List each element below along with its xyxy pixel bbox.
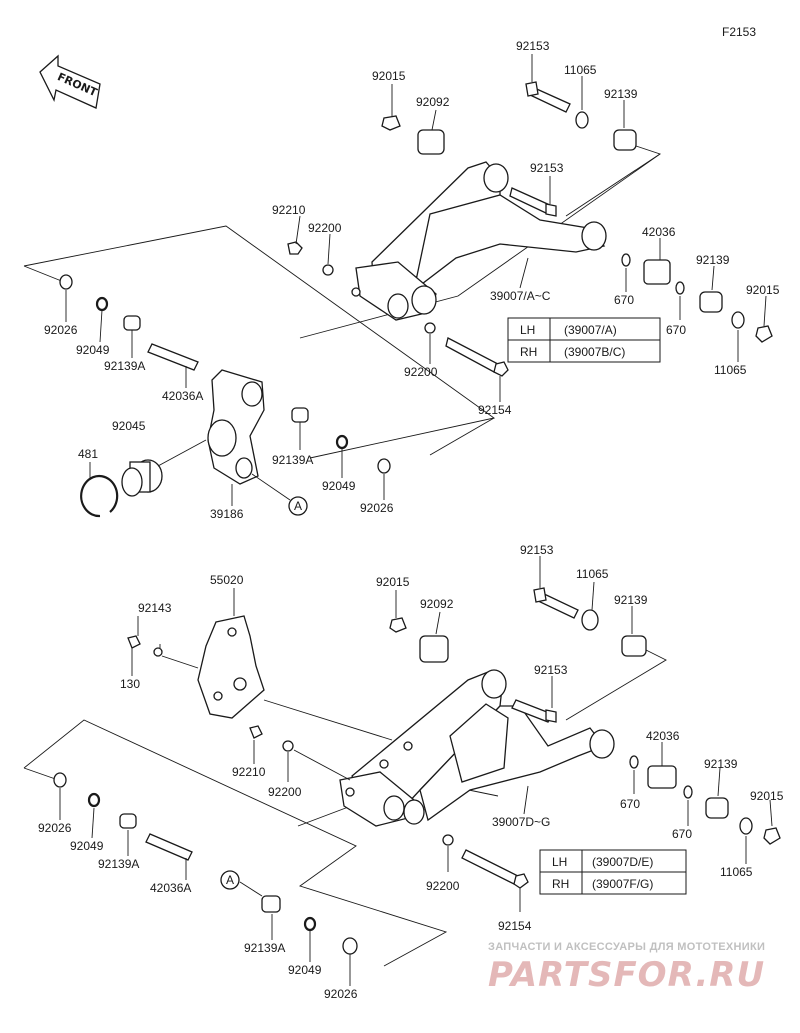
label-92153: 92153 bbox=[530, 161, 564, 175]
label-92139a: 92139A bbox=[98, 857, 139, 871]
upper-labels: 92153 11065 92015 92092 92139 92153 9221… bbox=[44, 39, 780, 521]
table-part: (39007/A) bbox=[564, 323, 617, 337]
label-92015: 92015 bbox=[372, 69, 406, 83]
label-42036: 42036 bbox=[642, 225, 676, 239]
label-481: 481 bbox=[78, 447, 98, 461]
lower-leaders bbox=[59, 556, 773, 986]
upper-assembly: 92153 11065 92015 92092 92139 92153 9221… bbox=[23, 39, 780, 521]
label-92200: 92200 bbox=[426, 879, 460, 893]
label-92139a: 92139A bbox=[244, 941, 285, 955]
pivot-bracket-39186 bbox=[207, 369, 265, 485]
label-670: 670 bbox=[620, 797, 640, 811]
label-39186: 39186 bbox=[210, 507, 244, 521]
lower-lh-rh-table: LH (39007D/E) RH (39007F/G) bbox=[539, 849, 687, 895]
svg-text:A: A bbox=[294, 499, 302, 513]
figure-id: F2153 bbox=[722, 25, 756, 39]
label-42036a: 42036A bbox=[162, 389, 203, 403]
label-670: 670 bbox=[672, 827, 692, 841]
label-92143: 92143 bbox=[138, 601, 172, 615]
label-92139a: 92139A bbox=[104, 359, 145, 373]
label-11065: 11065 bbox=[714, 363, 747, 377]
label-92015: 92015 bbox=[750, 789, 784, 803]
label-92200: 92200 bbox=[404, 365, 438, 379]
label-92026: 92026 bbox=[44, 323, 78, 337]
chain-guard-55020 bbox=[197, 615, 265, 719]
label-92045: 92045 bbox=[112, 419, 146, 433]
circlip-481 bbox=[80, 474, 119, 518]
label-39007-a-c: 39007/A~C bbox=[490, 289, 551, 303]
label-11065: 11065 bbox=[576, 567, 609, 581]
label-92139: 92139 bbox=[614, 593, 648, 607]
table-part: (39007D/E) bbox=[592, 855, 653, 869]
table-part: (39007F/G) bbox=[592, 877, 653, 891]
label-92210: 92210 bbox=[272, 203, 306, 217]
ref-callout-a: A bbox=[220, 870, 240, 890]
lower-small-parts bbox=[53, 587, 781, 955]
watermark-tagline: ЗАПЧАСТИ И АКСЕССУАРЫ ДЛЯ МОТОТЕХНИКИ bbox=[488, 941, 765, 953]
label-92026: 92026 bbox=[360, 501, 394, 515]
swing-arm-upper bbox=[351, 161, 607, 321]
label-670: 670 bbox=[666, 323, 686, 337]
label-92154: 92154 bbox=[498, 919, 532, 933]
label-11065: 11065 bbox=[720, 865, 753, 879]
label-92015: 92015 bbox=[376, 575, 410, 589]
label-92200: 92200 bbox=[268, 785, 302, 799]
label-92092: 92092 bbox=[420, 597, 454, 611]
label-92049: 92049 bbox=[70, 839, 104, 853]
label-92153: 92153 bbox=[516, 39, 550, 53]
label-92139: 92139 bbox=[704, 757, 738, 771]
bearing-92045 bbox=[121, 459, 163, 497]
label-39007-d-g: 39007D~G bbox=[492, 815, 550, 829]
label-92092: 92092 bbox=[416, 95, 450, 109]
table-side: RH bbox=[520, 345, 537, 359]
label-92026: 92026 bbox=[38, 821, 72, 835]
table-part: (39007B/C) bbox=[564, 345, 625, 359]
label-92210: 92210 bbox=[232, 765, 266, 779]
table-side: RH bbox=[552, 877, 569, 891]
label-92139: 92139 bbox=[604, 87, 638, 101]
swing-arm-lower bbox=[339, 669, 615, 827]
watermark: ЗАПЧАСТИ И АКСЕССУАРЫ ДЛЯ МОТОТЕХНИКИ PA… bbox=[488, 941, 765, 995]
label-55020: 55020 bbox=[210, 573, 244, 587]
upper-lh-rh-table: LH (39007/A) RH (39007B/C) bbox=[507, 317, 661, 363]
ref-callout-a: A bbox=[288, 496, 308, 516]
label-92153: 92153 bbox=[534, 663, 568, 677]
label-92015: 92015 bbox=[746, 283, 780, 297]
upper-leaders bbox=[65, 54, 767, 506]
label-11065: 11065 bbox=[564, 63, 597, 77]
table-side: LH bbox=[520, 323, 535, 337]
label-130: 130 bbox=[120, 677, 140, 691]
label-92049: 92049 bbox=[288, 963, 322, 977]
label-92139a: 92139A bbox=[272, 453, 313, 467]
label-92026: 92026 bbox=[324, 987, 358, 1001]
label-92049: 92049 bbox=[76, 343, 110, 357]
watermark-logo: PARTSFOR.RU bbox=[488, 955, 765, 995]
label-92153: 92153 bbox=[520, 543, 554, 557]
lower-assembly: 55020 92153 11065 92015 92092 92139 9214… bbox=[23, 543, 784, 1001]
label-42036a: 42036A bbox=[150, 881, 191, 895]
label-670: 670 bbox=[614, 293, 634, 307]
label-42036: 42036 bbox=[646, 729, 680, 743]
lower-labels: 55020 92153 11065 92015 92092 92139 9214… bbox=[38, 543, 784, 1001]
label-92139: 92139 bbox=[696, 253, 730, 267]
label-92154: 92154 bbox=[478, 403, 512, 417]
front-arrow-icon: FRONT bbox=[39, 54, 101, 109]
upper-small-parts bbox=[59, 81, 773, 474]
label-92200: 92200 bbox=[308, 221, 342, 235]
label-92049: 92049 bbox=[322, 479, 356, 493]
table-side: LH bbox=[552, 855, 567, 869]
svg-text:A: A bbox=[226, 873, 234, 887]
